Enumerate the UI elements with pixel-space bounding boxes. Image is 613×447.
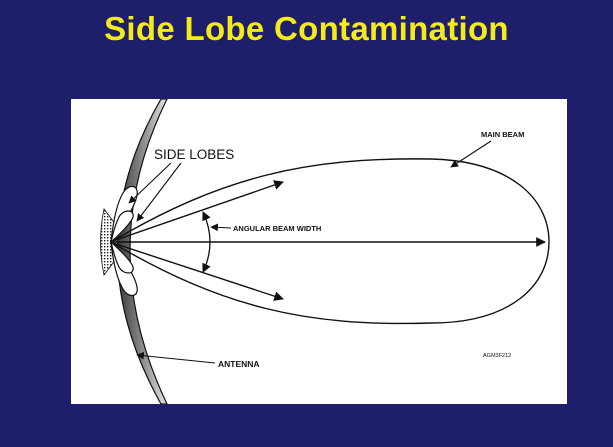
main-beam-pointer <box>450 140 492 168</box>
antenna-dish <box>117 99 168 404</box>
diagram-panel: SIDE LOBES MAIN BEAM ANGULAR BEAM WIDTH … <box>71 99 567 404</box>
side-lobes-pointer-1 <box>128 162 172 204</box>
antenna-pointer <box>136 351 216 364</box>
side-lobes-label: SIDE LOBES <box>154 147 234 162</box>
beam-edge-arrow-upper <box>112 180 284 242</box>
beam-width-arc <box>202 211 211 273</box>
beam-edge-arrow-lower <box>112 242 284 301</box>
figure-code-label: AGM3F212 <box>483 353 511 359</box>
antenna-label: ANTENNA <box>218 359 260 369</box>
antenna-feed <box>100 208 117 276</box>
side-lobe-lower-2 <box>110 240 134 274</box>
main-beam-lobe <box>109 158 550 325</box>
side-lobe-upper-2 <box>110 210 134 244</box>
angular-beam-width-label: ANGULAR BEAM WIDTH <box>233 224 321 233</box>
angular-beam-width-pointer <box>210 223 232 232</box>
radar-beam-diagram: SIDE LOBES MAIN BEAM ANGULAR BEAM WIDTH … <box>100 99 550 404</box>
side-lobes-pointer-2 <box>136 162 182 222</box>
slide-title: Side Lobe Contamination <box>104 10 509 47</box>
main-beam-label: MAIN BEAM <box>481 130 524 139</box>
